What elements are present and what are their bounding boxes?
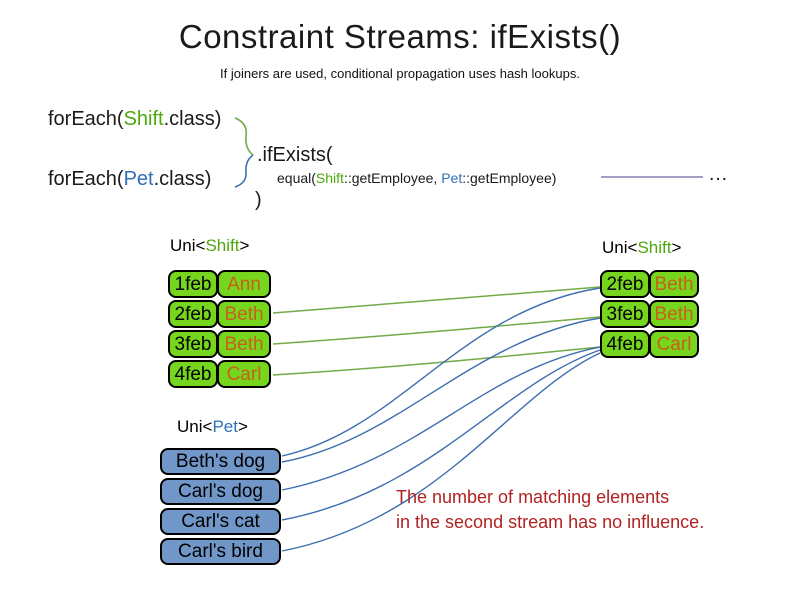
code-text: .class) <box>153 168 212 190</box>
shift-date-cell: 3feb <box>168 330 218 358</box>
shift-row-4feb-carl: 4feb Carl <box>168 360 271 388</box>
code-text: ::getEmployee, <box>343 170 442 186</box>
shift-row-2feb-beth: 2feb Beth <box>168 300 271 328</box>
shift-type-token: Shift <box>637 238 672 257</box>
code-text: forEach( <box>48 168 124 190</box>
shift-date-cell: 4feb <box>168 360 218 388</box>
shift-date-cell: 2feb <box>168 300 218 328</box>
label-text: Uni< <box>177 417 213 436</box>
label-text: > <box>237 417 248 436</box>
annotation-note: The number of matching elements in the s… <box>396 485 704 535</box>
shift-row-3feb-beth: 3feb Beth <box>600 300 699 328</box>
pet-list: Beth's dog Carl's dog Carl's cat Carl's … <box>160 448 281 565</box>
code-close-paren: ) <box>255 189 262 211</box>
shift-row-3feb-beth: 3feb Beth <box>168 330 271 358</box>
shift-employee-cell: Beth <box>649 300 699 328</box>
shift-date-cell: 1feb <box>168 270 218 298</box>
right-shift-stream-label: Uni<Shift> <box>602 238 681 258</box>
pet-item-carls-cat: Carl's cat <box>160 508 281 535</box>
code-text: ::getEmployee) <box>462 170 557 186</box>
page-title: Constraint Streams: ifExists() <box>178 18 622 55</box>
shift-employee-cell: Carl <box>217 360 271 388</box>
shift-date-cell: 2feb <box>600 270 650 298</box>
code-ifexists: .ifExists( <box>257 144 333 166</box>
match-line-green-3feb <box>272 316 601 345</box>
label-text: Uni< <box>170 236 206 255</box>
shift-class-token: Shift <box>123 108 164 130</box>
shift-type-token: Shift <box>205 236 240 255</box>
match-line-beths-dog-2feb <box>281 287 601 457</box>
shift-employee-cell: Carl <box>649 330 699 358</box>
match-line-carls-dog-4feb <box>281 346 601 491</box>
left-shift-table: 1feb Ann 2feb Beth 3feb Beth 4feb Carl <box>168 270 271 388</box>
match-line-beths-dog-3feb <box>281 317 601 463</box>
code-equal-joiner: equal(Shift::getEmployee, Pet::getEmploy… <box>277 170 556 186</box>
pet-stream-label: Uni<Pet> <box>177 417 248 437</box>
label-text: Uni< <box>602 238 638 257</box>
pet-item-carls-bird: Carl's bird <box>160 538 281 565</box>
shift-employee-cell: Beth <box>649 270 699 298</box>
shift-date-cell: 3feb <box>600 300 650 328</box>
shift-date-cell: 4feb <box>600 330 650 358</box>
shift-class-token: Shift <box>315 170 344 186</box>
code-foreach-pet: forEach(Pet.class) <box>48 168 211 191</box>
shift-employee-cell: Beth <box>217 300 271 328</box>
pet-class-token: Pet <box>123 168 154 190</box>
annotation-line-2: in the second stream has no influence. <box>396 512 705 532</box>
brace-shift-connector <box>234 117 254 156</box>
match-line-green-2feb <box>272 286 601 314</box>
brace-pet-connector <box>234 154 254 188</box>
code-foreach-shift: forEach(Shift.class) <box>48 108 221 131</box>
left-shift-stream-label: Uni<Shift> <box>170 236 249 256</box>
shift-row-4feb-carl: 4feb Carl <box>600 330 699 358</box>
shift-employee-cell: Ann <box>217 270 271 298</box>
label-text: > <box>671 238 682 257</box>
shift-row-2feb-beth: 2feb Beth <box>600 270 699 298</box>
code-text: equal( <box>277 170 316 186</box>
pet-item-carls-dog: Carl's dog <box>160 478 281 505</box>
subtitle: If joiners are used, conditional propaga… <box>220 66 580 81</box>
pet-type-token: Pet <box>212 417 238 436</box>
right-shift-table: 2feb Beth 3feb Beth 4feb Carl <box>600 270 699 358</box>
code-ellipsis: … <box>708 163 730 185</box>
shift-employee-cell: Beth <box>217 330 271 358</box>
label-text: > <box>239 236 250 255</box>
match-line-green-4feb <box>272 346 601 376</box>
shift-row-1feb-ann: 1feb Ann <box>168 270 271 298</box>
code-text: forEach( <box>48 108 124 130</box>
pet-item-beths-dog: Beth's dog <box>160 448 281 475</box>
annotation-line-1: The number of matching elements <box>396 487 670 507</box>
code-text: .class) <box>163 108 222 130</box>
pet-class-token: Pet <box>441 170 463 186</box>
